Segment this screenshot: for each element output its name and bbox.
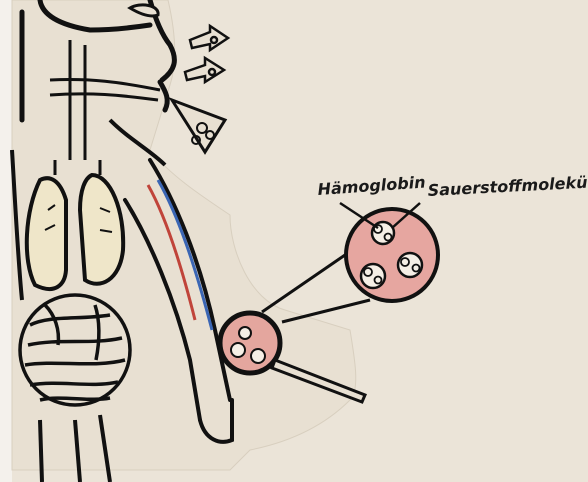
blood-cell-zoom [346, 209, 438, 301]
magnifier-small [220, 313, 280, 373]
hemoglobin-cluster [361, 264, 385, 288]
left-margin [0, 0, 12, 482]
